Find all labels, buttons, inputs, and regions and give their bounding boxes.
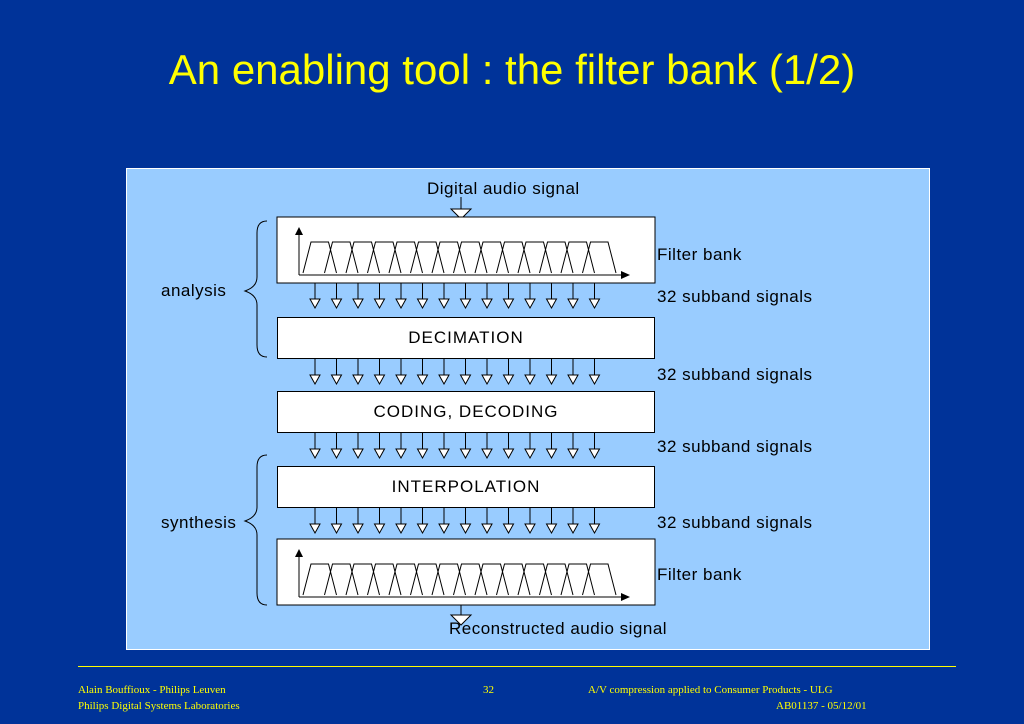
synthesis-brace (243, 454, 268, 606)
decimation-label: DECIMATION (408, 328, 524, 347)
page-number: 32 (483, 684, 494, 696)
footer-divider (78, 666, 956, 667)
slide-title: An enabling tool : the filter bank (1/2) (168, 46, 856, 93)
footer-author: Alain Bouffioux - Philips Leuven (78, 684, 226, 696)
analysis-filter-responses (295, 227, 630, 279)
subband-arrows-row-4 (309, 508, 601, 535)
analysis-filter-bank-label: Filter bank (657, 245, 742, 264)
filter-bank-diagram: DECIMATION CODING, DECODING INTERPOLATIO… (126, 168, 930, 650)
diagram-drawing (243, 197, 656, 626)
analysis-filter-bank-box (276, 216, 656, 284)
subband-arrows-row-2 (309, 359, 601, 386)
synthesis-filter-bank-label: Filter bank (657, 565, 742, 584)
synthesis-filter-responses (295, 549, 630, 601)
footer-lab: Philips Digital Systems Laboratories (78, 700, 240, 712)
subband-signals-label-1: 32 subband signals (657, 287, 813, 306)
output-arrow (449, 605, 473, 626)
subband-signals-label-2: 32 subband signals (657, 365, 813, 384)
subband-signals-label-4: 32 subband signals (657, 513, 813, 532)
subband-signals-label-3: 32 subband signals (657, 437, 813, 456)
footer-course: A/V compression applied to Consumer Prod… (588, 684, 833, 696)
analysis-brace (243, 220, 268, 358)
coding-decoding-label: CODING, DECODING (373, 402, 559, 421)
synthesis-label: synthesis (161, 513, 237, 532)
output-signal-label: Reconstructed audio signal (449, 619, 668, 638)
synthesis-filter-bank-box (276, 538, 656, 606)
analysis-label: analysis (161, 281, 227, 300)
interpolation-box: INTERPOLATION (277, 466, 655, 508)
coding-decoding-box: CODING, DECODING (277, 391, 655, 433)
input-signal-label: Digital audio signal (427, 179, 580, 198)
decimation-box: DECIMATION (277, 317, 655, 359)
interpolation-label: INTERPOLATION (391, 477, 541, 496)
footer-document-id: AB01137 - 05/12/01 (776, 700, 867, 712)
subband-arrows-row-1 (309, 283, 601, 310)
subband-arrows-row-3 (309, 433, 601, 460)
input-arrow (449, 197, 473, 220)
